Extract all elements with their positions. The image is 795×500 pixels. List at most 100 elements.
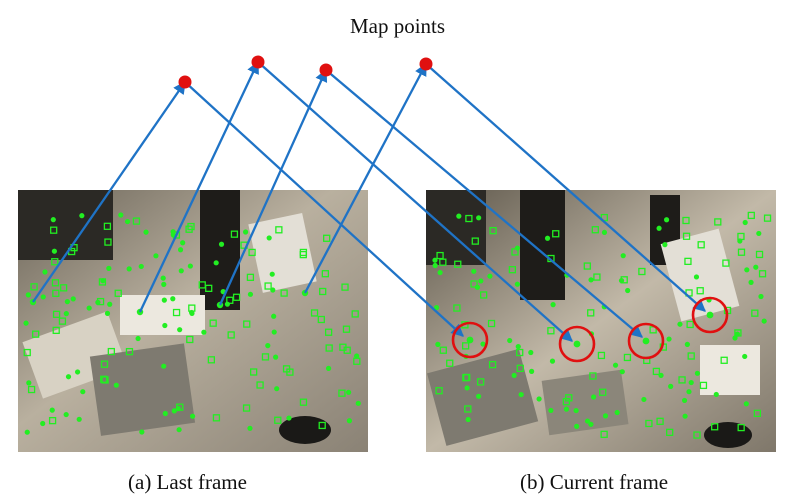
current-frame-feature: [600, 430, 608, 438]
current-frame-feature: [620, 276, 628, 284]
current-frame-feature: [658, 372, 664, 378]
last-frame-feature: [70, 296, 76, 302]
current-frame-feature: [756, 230, 762, 237]
current-frame-feature: [470, 280, 478, 288]
current-frame-feature: [464, 385, 470, 391]
current-frame-feature: [678, 376, 686, 384]
current-frame-feature: [753, 409, 762, 417]
last-frame-feature: [161, 281, 167, 287]
last-frame-feature: [250, 368, 258, 376]
current-frame-feature: [518, 391, 524, 398]
last-frame-feature: [59, 284, 68, 292]
last-frame-feature: [153, 253, 159, 259]
last-frame-feature: [79, 213, 85, 219]
current-frame-feature: [668, 383, 674, 389]
last-frame-feature: [264, 282, 272, 290]
last-frame-feature: [172, 308, 181, 317]
last-frame-feature: [271, 313, 277, 319]
current-frame-feature: [476, 393, 482, 399]
last-frame-feature: [227, 331, 235, 339]
last-frame-feature: [51, 248, 58, 254]
last-frame-feature: [100, 360, 109, 368]
last-frame-feature: [355, 400, 361, 406]
last-frame-feature: [32, 330, 40, 338]
current-frame-feature: [761, 318, 767, 324]
last-frame-feature: [177, 247, 184, 253]
current-frame-anchor-feature: [642, 337, 650, 345]
last-frame-feature: [256, 381, 264, 389]
arrow-up-3: [218, 68, 328, 306]
last-frame-feature: [23, 348, 31, 357]
last-frame-feature: [325, 344, 333, 352]
last-frame-feature: [161, 363, 167, 369]
last-frame-feature: [187, 263, 193, 269]
current-frame-feature: [682, 413, 688, 419]
current-frame-feature: [748, 279, 754, 285]
current-frame-feature: [666, 428, 674, 436]
current-frame-feature: [487, 273, 493, 279]
last-frame-feature: [162, 322, 168, 329]
current-frame-feature: [696, 287, 704, 295]
last-frame-feature: [177, 327, 183, 333]
current-frame-feature: [573, 407, 579, 414]
last-frame-feature: [186, 335, 194, 344]
current-frame-feature: [432, 257, 438, 263]
current-frame-feature: [574, 423, 580, 429]
last-frame-feature: [23, 320, 29, 326]
last-frame-feature: [242, 229, 249, 235]
current-frame-feature: [465, 416, 471, 423]
match-circle-1: [451, 321, 489, 359]
last-frame-feature: [218, 241, 225, 247]
current-frame-feature: [734, 331, 741, 337]
paper-shape-b: [700, 345, 760, 395]
last-frame-feature: [354, 353, 360, 359]
current-frame-feature: [477, 378, 485, 386]
last-frame-feature: [282, 365, 291, 373]
current-frame-feature: [614, 409, 620, 416]
current-frame-feature: [584, 418, 591, 424]
current-frame-feature: [662, 242, 668, 248]
last-frame-feature: [103, 222, 112, 230]
last-frame-image: [18, 190, 368, 452]
current-frame-feature: [693, 274, 700, 280]
current-frame-feature: [588, 277, 594, 283]
current-frame-feature: [439, 258, 447, 266]
current-frame-feature: [714, 218, 722, 226]
last-frame-feature: [324, 328, 333, 336]
current-frame-feature: [656, 225, 662, 231]
book-shape-2: [89, 343, 196, 436]
last-frame-feature: [299, 250, 307, 259]
last-frame-feature: [346, 418, 353, 424]
current-frame-feature: [465, 214, 473, 223]
last-frame-feature: [247, 291, 254, 297]
current-frame-feature: [552, 230, 560, 238]
current-frame-feature: [697, 241, 705, 249]
last-frame-feature: [213, 260, 219, 266]
current-frame-feature: [601, 229, 608, 236]
last-frame-feature: [261, 353, 270, 361]
last-frame-feature: [76, 416, 82, 422]
match-circle-3: [627, 322, 665, 360]
last-frame-feature: [171, 408, 177, 414]
current-frame-feature: [453, 304, 461, 312]
current-frame-feature: [480, 291, 488, 299]
current-frame-feature: [439, 346, 447, 354]
current-frame-feature: [713, 391, 719, 398]
arrow-down-4: [425, 63, 706, 312]
current-frame-feature: [742, 353, 748, 360]
current-frame-feature: [681, 397, 688, 404]
current-frame-feature: [516, 348, 524, 357]
correspondence-arrows: [32, 60, 706, 342]
last-frame-feature: [286, 415, 292, 421]
map-point-2: [251, 55, 265, 69]
last-frame-feature: [346, 389, 352, 395]
gamepad-shape: [279, 416, 331, 444]
current-frame-feature: [591, 226, 599, 234]
last-frame-feature: [107, 301, 113, 307]
current-frame-feature: [476, 215, 482, 221]
current-frame-feature: [433, 304, 440, 311]
last-frame-feature: [247, 425, 253, 431]
current-frame-feature: [563, 406, 570, 412]
last-frame-feature: [65, 374, 72, 380]
